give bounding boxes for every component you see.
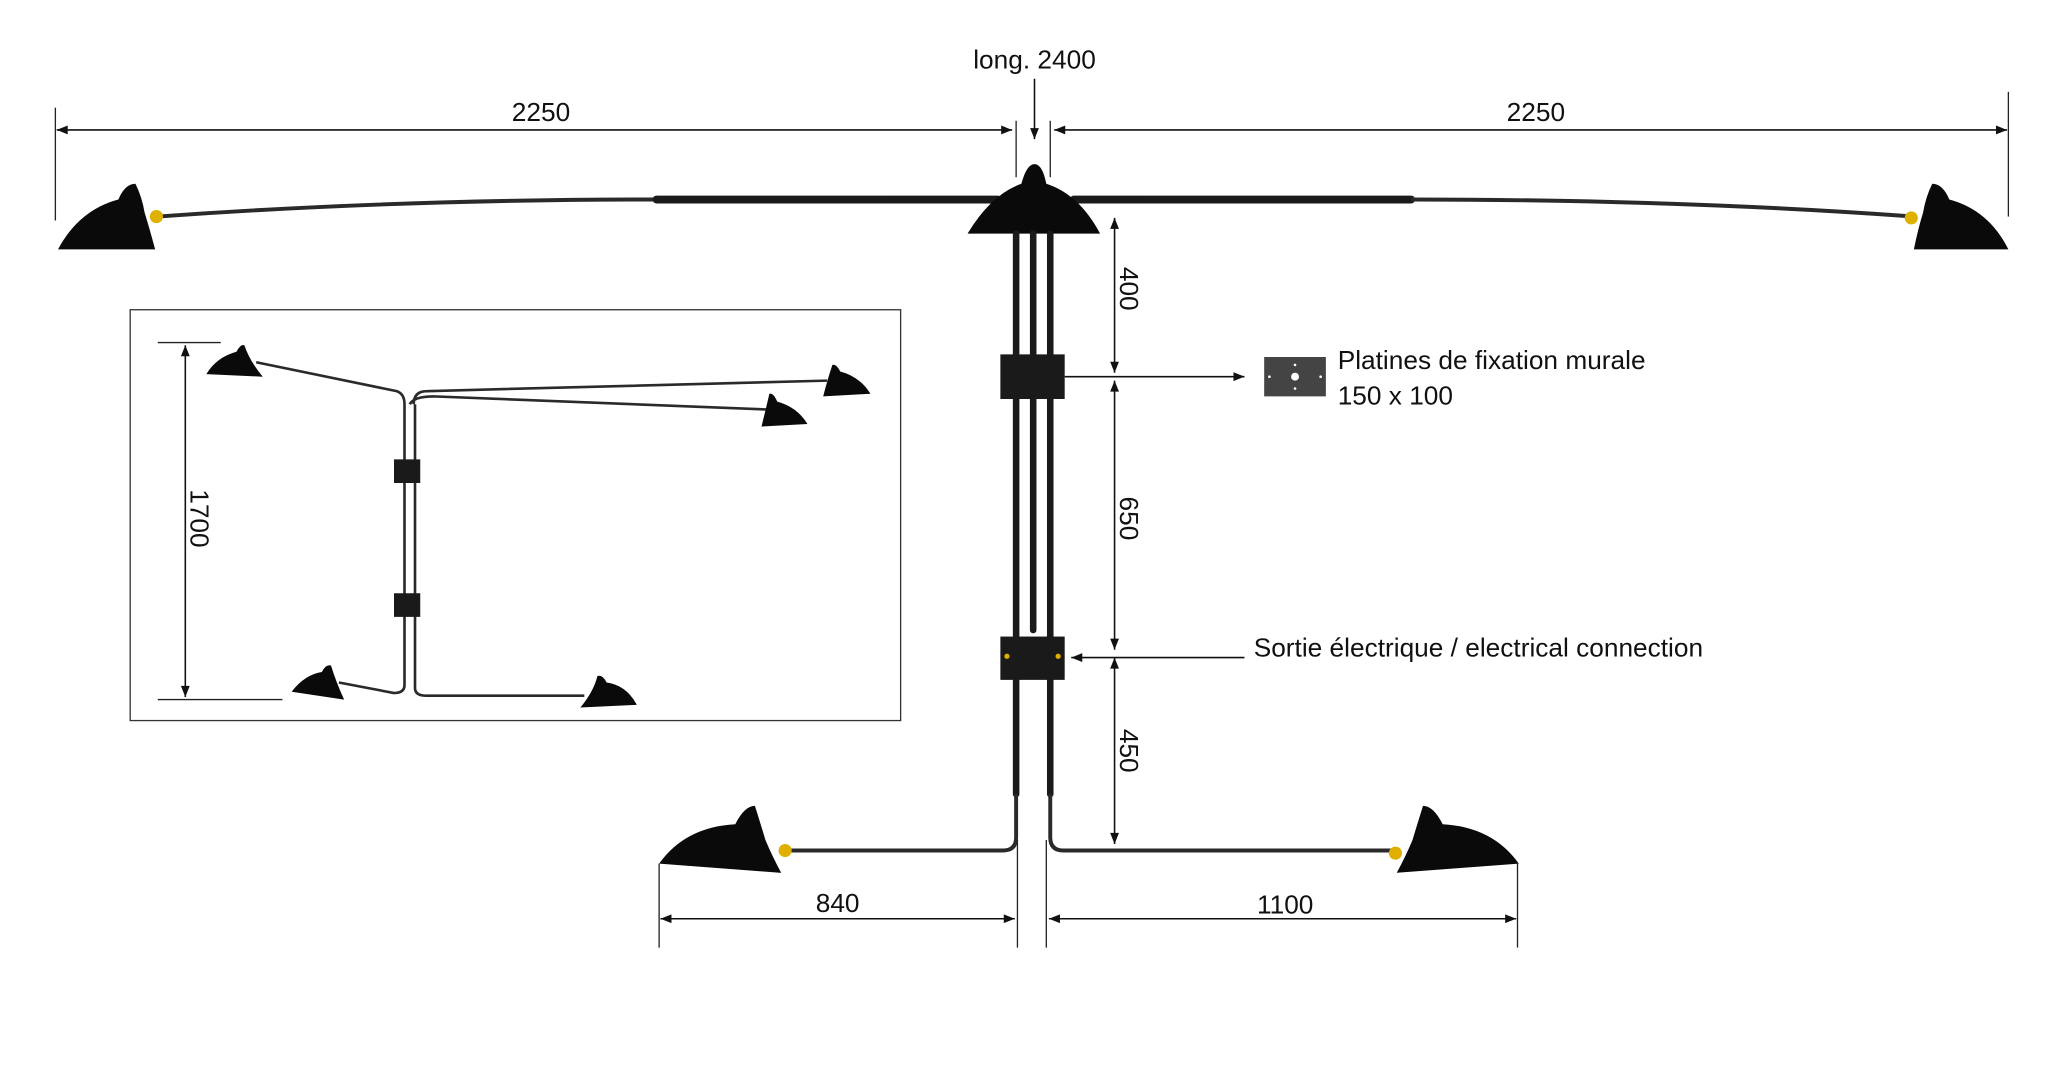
left-arm-length: 2250 [512,97,570,127]
left-bottom-arm-length: 840 [816,888,860,918]
mounting-plates-size: 150 x 100 [1338,380,1453,410]
electrical-connection-label: Sortie électrique / electrical connectio… [1254,632,1703,662]
lower-wall-plate [1000,636,1065,680]
bottom-dimensions: 840 1100 [658,840,1519,948]
right-bottom-lamp-shade [1396,805,1519,873]
right-bottom-arm-length: 1100 [1257,890,1313,920]
right-top-lamp-shade [1913,183,2009,250]
inset-height-label: 1700 [185,489,215,547]
upper-wall-plate [1000,354,1065,399]
callouts: Platines de fixation murale 150 x 100 So… [1064,345,1703,662]
center-lamp-shade [967,164,1101,234]
right-arm-length: 2250 [1507,97,1565,127]
middle-segment-length: 650 [1114,497,1144,541]
vertical-dimensions: 400 650 450 [1110,217,1144,844]
right-top-brass-knob [1904,211,1918,225]
upper-segment-length: 400 [1114,267,1144,311]
left-bottom-lamp-shade [659,805,782,873]
left-top-brass-knob [149,210,163,224]
total-length-label: long. 2400 [973,44,1096,74]
inset-side-view: 1700 [129,309,902,722]
vertical-tubes [1000,230,1065,798]
bottom-arms [659,794,1519,873]
wall-plate-icon [1264,357,1326,397]
top-arms [58,164,2009,250]
top-dimensions: 2250 2250 long. 2400 [54,44,2010,221]
mounting-plates-label: Platines de fixation murale [1338,345,1646,375]
left-top-lamp-shade [58,183,156,250]
lower-segment-length: 450 [1114,729,1144,773]
